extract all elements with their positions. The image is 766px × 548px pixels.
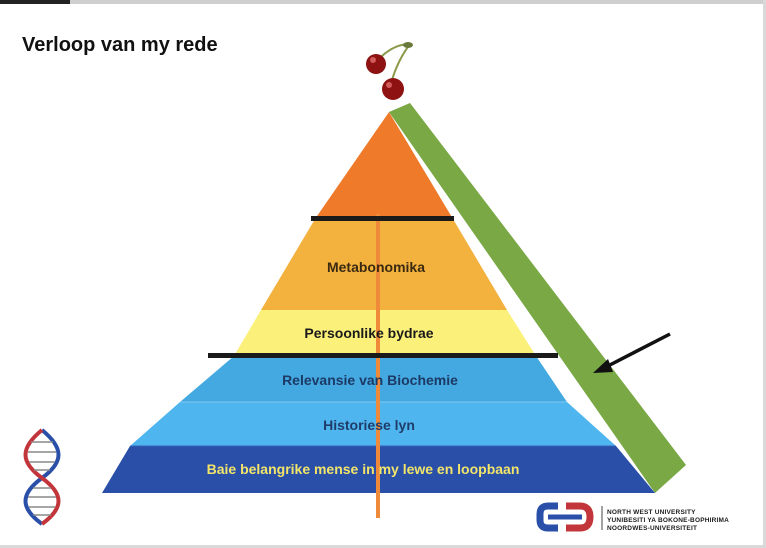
slide-title: Verloop van my rede: [22, 34, 218, 56]
top-rule: [0, 0, 766, 4]
layer-label-base: Baie belangrike mense in my lewe en loop…: [207, 461, 520, 477]
cherries-illustration: [366, 42, 413, 100]
layer-label-historiese-lyn: Historiese lyn: [323, 417, 415, 433]
layer-label-relevansie: Relevansie van Biochemie: [282, 372, 458, 388]
university-name-line: YUNIBESITI YA BOKONE-BOPHIRIMA: [607, 517, 730, 524]
university-logo-icon: [536, 502, 603, 532]
frame-right-edge: [763, 0, 766, 548]
university-name-line: NORTH WEST UNIVERSITY: [607, 509, 696, 516]
dna-helix-icon: [23, 428, 61, 526]
pyramid-layer-historiese-lyn: [130, 402, 616, 446]
university-name: NORTH WEST UNIVERSITY YUNIBESITI YA BOKO…: [607, 509, 729, 533]
arrow-icon: [593, 332, 671, 373]
pyramid-layer-metabonomika: [261, 219, 507, 310]
university-name-line: NOORDWES-UNIVERSITEIT: [607, 525, 698, 532]
layer-label-persoonlike-bydrae: Persoonlike bydrae: [304, 325, 433, 341]
pyramid-layer-relevansie: [180, 356, 567, 402]
layer-label-metabonomika: Metabonomika: [327, 259, 425, 275]
pyramid-layer-top: [315, 112, 453, 219]
frame-bottom-edge: [0, 545, 766, 548]
divider-upper: [311, 216, 454, 221]
pyramid-side-face: [389, 103, 686, 493]
top-rule-accent: [0, 0, 70, 4]
divider-lower: [208, 353, 558, 358]
pyramid-layer-persoonlike-bydrae: [234, 310, 536, 356]
